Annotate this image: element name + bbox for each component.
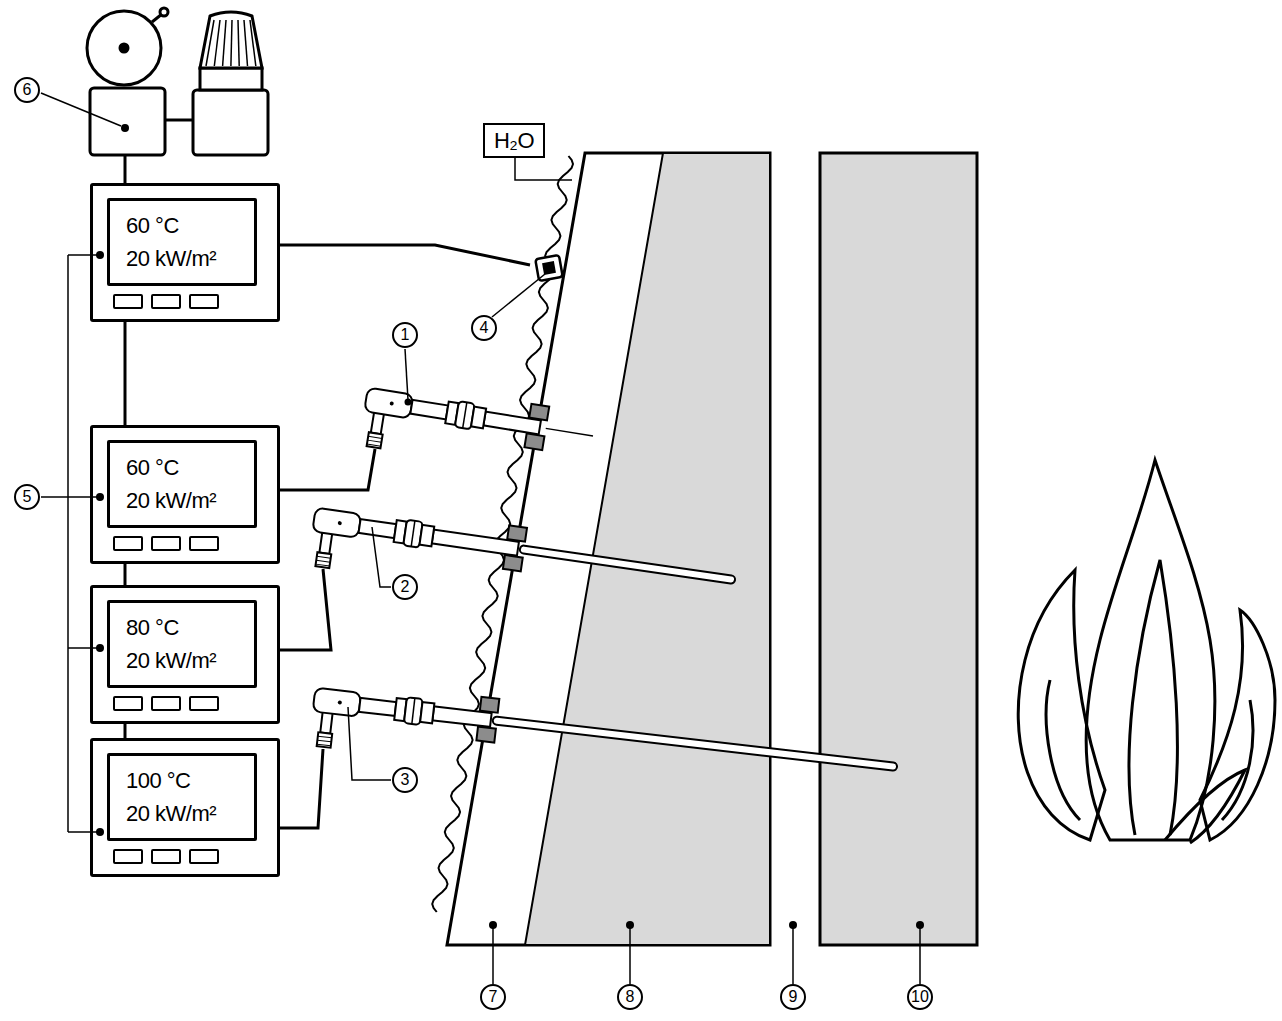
signal-wire [124, 322, 127, 425]
display-value: 100 °C [126, 764, 248, 797]
leader-line [515, 158, 572, 180]
display-value: 20 kW/m² [126, 644, 248, 677]
callout-number: 9 [789, 989, 798, 1005]
callout-circle: 4 [471, 315, 497, 341]
callout-circle: 1 [392, 322, 418, 348]
button-row [113, 696, 277, 711]
display-screen: 60 °C20 kW/m² [107, 440, 257, 528]
temperature-probe [359, 378, 597, 482]
controller-box: 80 °C20 kW/m² [90, 585, 280, 724]
control-button [113, 849, 143, 864]
beacon-stripe [214, 20, 220, 66]
control-button [189, 696, 219, 711]
beacon-stripe [223, 20, 226, 66]
outer-layer [820, 153, 977, 945]
signal-wire [124, 155, 127, 183]
button-row [113, 849, 277, 864]
display-value: 20 kW/m² [126, 242, 248, 275]
controller-box: 60 °C20 kW/m² [90, 425, 280, 564]
callout-circle: 3 [392, 767, 418, 793]
alarm-beacon [193, 12, 268, 155]
button-row [113, 536, 277, 551]
beacon-stripe [238, 20, 239, 66]
display-value: 80 °C [126, 611, 248, 644]
callout-circle: 7 [480, 984, 506, 1010]
callout-circle: 10 [907, 984, 933, 1010]
callout-number: 1 [401, 327, 410, 343]
water-box: H₂O [483, 123, 545, 158]
temperature-probe [309, 678, 900, 813]
control-button [151, 536, 181, 551]
callout-number: 3 [401, 772, 410, 788]
insulation-layer [525, 153, 770, 945]
control-button [151, 849, 181, 864]
signal-wire [124, 724, 127, 738]
callout-number: 6 [23, 82, 32, 98]
sensor-cable [280, 449, 375, 828]
display-value: 60 °C [126, 209, 248, 242]
control-button [113, 294, 143, 309]
temperature-probe [307, 498, 738, 626]
control-button [189, 536, 219, 551]
medium-label: H₂O [494, 124, 534, 157]
sensor-cable [280, 245, 530, 265]
callout-circle: 6 [14, 77, 40, 103]
callout-number: 2 [401, 579, 410, 595]
leader-dot [96, 251, 924, 929]
beacon-stripe [231, 20, 232, 66]
water-film [432, 156, 573, 912]
beacon-stripe [250, 20, 256, 66]
callout-number: 5 [23, 489, 32, 505]
callout-number: 10 [911, 989, 929, 1005]
callout-circle: 9 [780, 984, 806, 1010]
control-button [189, 849, 219, 864]
callout-circle: 8 [617, 984, 643, 1010]
display-value: 20 kW/m² [126, 484, 248, 517]
control-button [151, 294, 181, 309]
controller-box: 60 °C20 kW/m² [90, 183, 280, 322]
flame-symbol [1018, 460, 1275, 843]
leader-line [41, 93, 920, 984]
water-film [432, 156, 573, 912]
display-value: 60 °C [126, 451, 248, 484]
surface-sensor [535, 255, 562, 281]
display-value: 20 kW/m² [126, 797, 248, 830]
alarm-bell [87, 8, 193, 155]
control-button [189, 294, 219, 309]
button-row [113, 294, 277, 309]
signal-wire [124, 564, 127, 585]
display-screen: 80 °C20 kW/m² [107, 600, 257, 688]
beacon-stripe [206, 20, 214, 66]
callout-number: 8 [626, 989, 635, 1005]
control-button [113, 536, 143, 551]
callout-number: 4 [480, 320, 489, 336]
beacon-stripe [244, 20, 248, 66]
control-button [151, 696, 181, 711]
display-screen: 100 °C20 kW/m² [107, 753, 257, 841]
callout-circle: 5 [14, 484, 40, 510]
callout-number: 7 [489, 989, 498, 1005]
display-screen: 60 °C20 kW/m² [107, 198, 257, 286]
callout-circle: 2 [392, 574, 418, 600]
control-button [113, 696, 143, 711]
controller-box: 100 °C20 kW/m² [90, 738, 280, 877]
